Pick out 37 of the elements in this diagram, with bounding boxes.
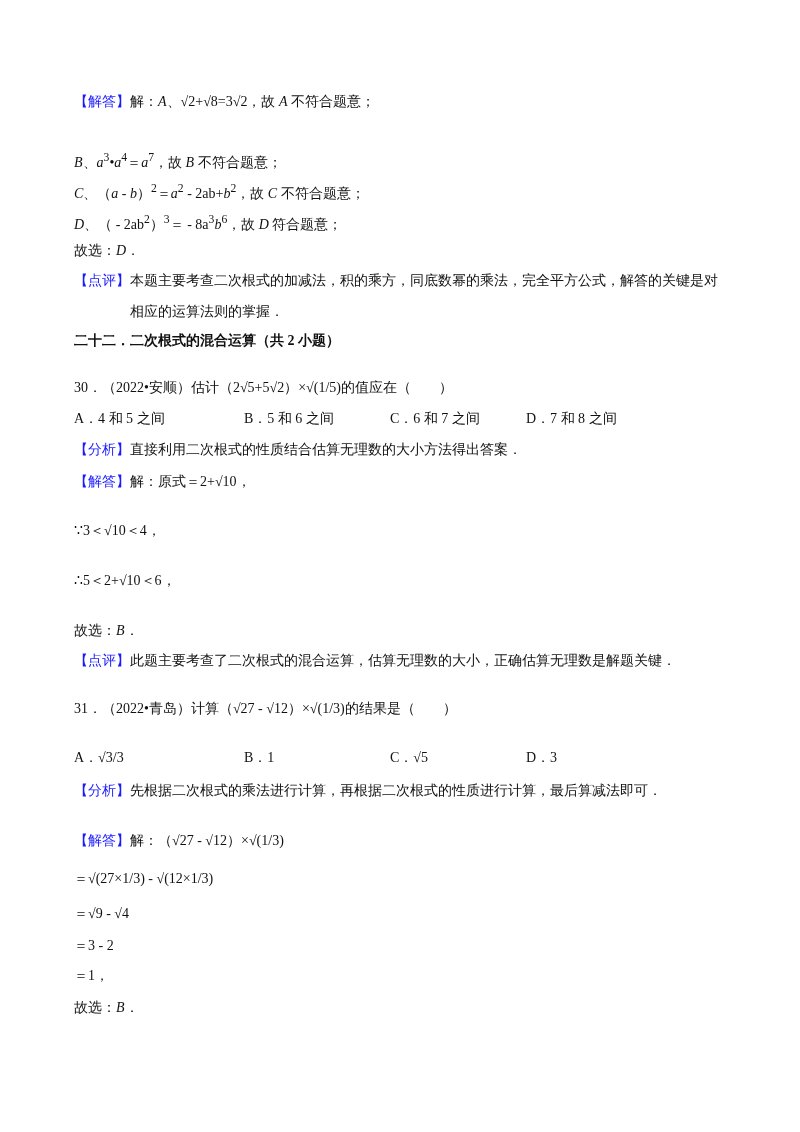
answer-option: D．3: [526, 742, 558, 773]
answer-option: C．√5: [390, 742, 429, 773]
solution-text: ∴5＜2+√10＜6，: [74, 572, 176, 590]
solution-text: 此题主要考查了二次根式的混合运算，估算无理数的大小，正确估算无理数是解题关键．: [130, 652, 676, 670]
section-tag: 【点评】: [74, 645, 130, 676]
answer-option: C．6 和 7 之间: [390, 403, 480, 434]
section-tag: 【解答】: [74, 86, 130, 117]
solution-text: ＝√(27×1/3) - √(12×1/3): [74, 870, 214, 888]
solution-text: 故选：B．: [74, 999, 139, 1017]
solution-text: ＝1，: [74, 967, 109, 985]
solution-text: 先根据二次根式的乘法进行计算，再根据二次根式的性质进行计算，最后算减法即可．: [130, 782, 662, 800]
section-tag: 【点评】: [74, 265, 130, 296]
answer-option: A．√3/3: [74, 742, 124, 773]
answer-option: B．5 和 6 之间: [244, 403, 334, 434]
section-tag: 【解答】: [74, 825, 130, 856]
solution-text: 30．（2022•安顺）估计（2√5+5√2）×√(1/5)的值应在（ ）: [74, 379, 453, 397]
answer-option: B．1: [244, 742, 275, 773]
solution-text: ＝3 - 2: [74, 937, 114, 955]
section-heading: 二十二．二次根式的混合运算（共 2 小题）: [74, 332, 340, 350]
section-tag: 【分析】: [74, 775, 130, 806]
solution-text: 31．（2022•青岛）计算（√27 - √12）×√(1/3)的结果是（ ）: [74, 700, 457, 718]
solution-text: 解：原式＝2+√10，: [130, 473, 251, 491]
solution-text: D、（ - 2ab$^{2}$）$^{3}$＝ - 8a$^{3}$b$^{6}$，故 D 符合题意；: [74, 212, 343, 234]
solution-text: 解：A、√2+√8=3√2，故 A 不符合题意；: [130, 93, 375, 111]
solution-text: 本题主要考查二次根式的加减法，积的乘方，同底数幂的乘法，完全平方公式，解答的关键是对相应的运算法则的掌握．: [130, 272, 719, 321]
answer-option: D．7 和 8 之间: [526, 403, 617, 434]
solution-text: ∵3＜√10＜4，: [74, 522, 161, 540]
solution-text: B、a$^{3}$•a$^{4}$＝a$^{7}$，故 B 不符合题意；: [74, 150, 282, 172]
solution-text: 直接利用二次根式的性质结合估算无理数的大小方法得出答案．: [130, 441, 522, 459]
solution-text: 故选：D．: [74, 242, 141, 260]
section-tag: 【分析】: [74, 434, 130, 465]
solution-text: ＝√9 - √4: [74, 905, 130, 923]
solution-text: 故选：B．: [74, 622, 139, 640]
answer-option: A．4 和 5 之间: [74, 403, 165, 434]
solution-text: C、（a - b）$^{2}$＝a$^{2}$ - 2ab+b$^{2}$，故 C 不符合题意；: [74, 181, 365, 203]
solution-text: 解：（√27 - √12）×√(1/3): [130, 832, 284, 850]
section-tag: 【解答】: [74, 466, 130, 497]
